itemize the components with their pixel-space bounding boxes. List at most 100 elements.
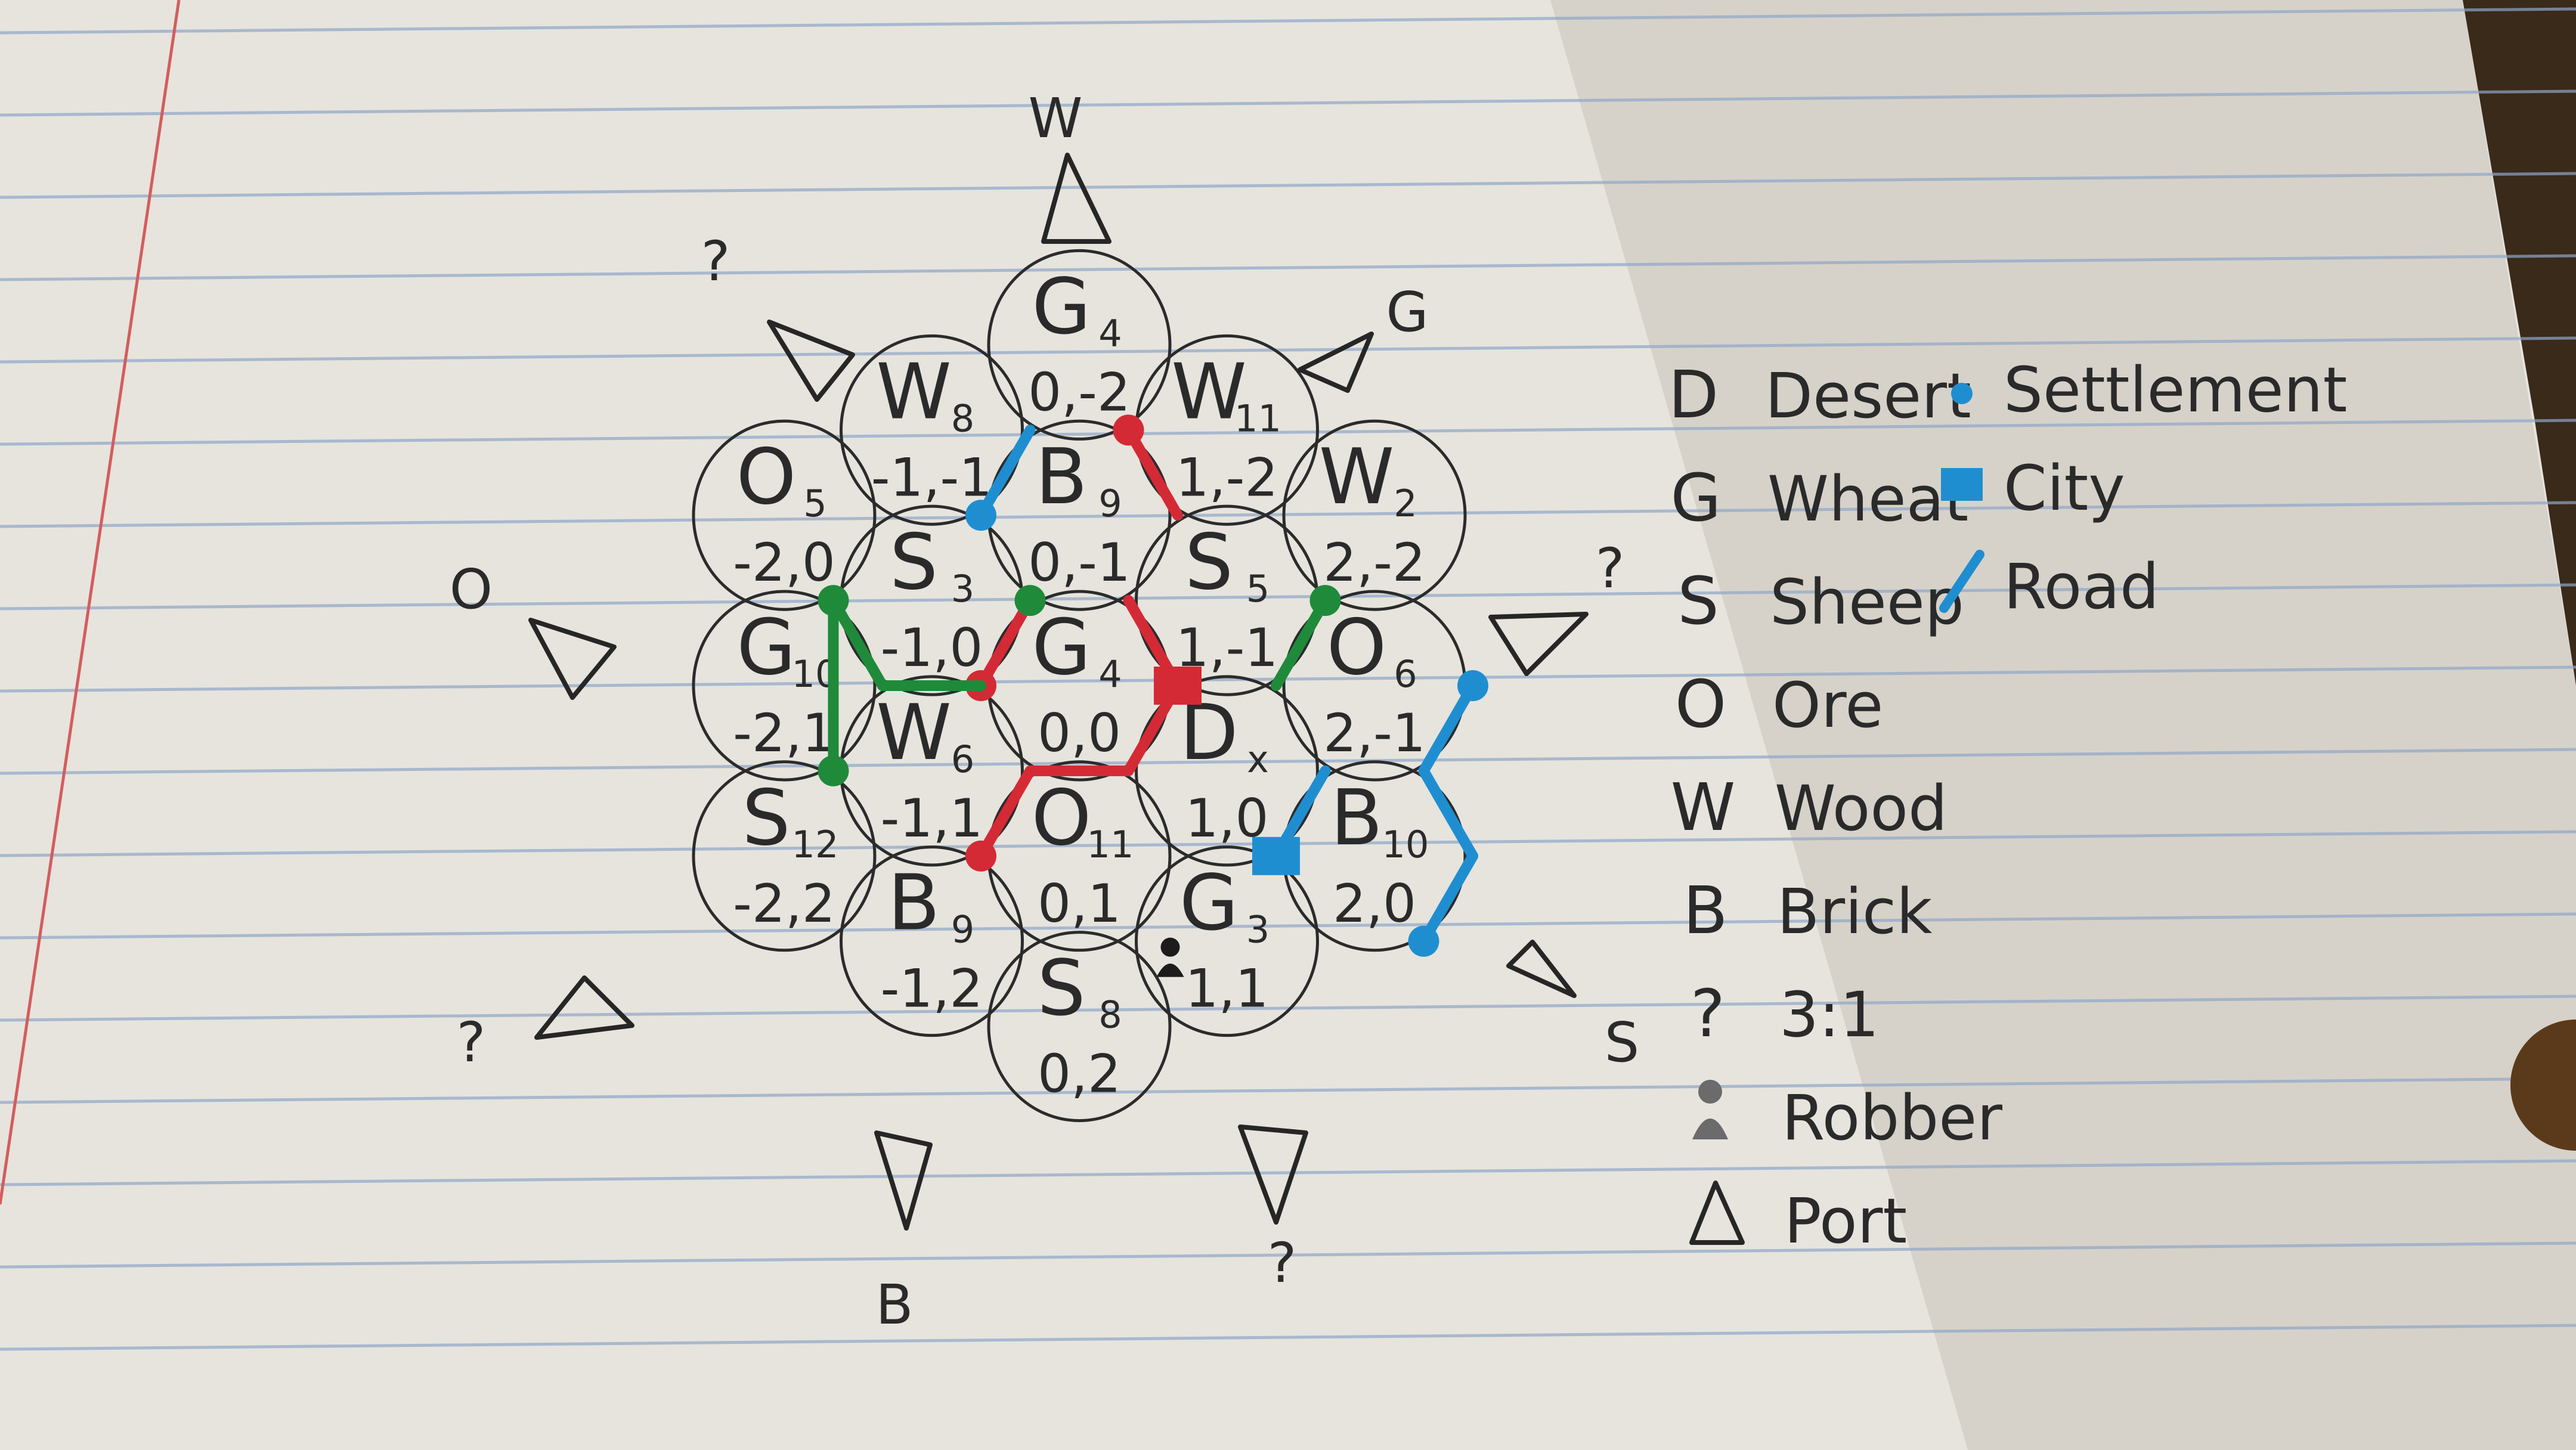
tile-coordinate: 0,2 [1038, 1043, 1121, 1105]
port-label: ? [701, 230, 730, 293]
blue-settlement-icon [965, 500, 996, 531]
legend-label: Ore [1772, 669, 1883, 742]
port-icon [1298, 331, 1374, 393]
port-icon [767, 320, 855, 402]
blue-road [1418, 680, 1478, 776]
tile-number: 3 [1246, 908, 1270, 952]
tile-resource-letter: B [888, 859, 940, 948]
tile-number: 6 [1394, 652, 1417, 696]
tile-number: 8 [1098, 993, 1122, 1037]
rule-line [0, 419, 2576, 446]
margin-line [0, 0, 181, 1205]
tile-w-2_-2: W22,-2 [1282, 419, 1467, 611]
port-icon [1488, 612, 1589, 676]
tile-coordinate: -2,2 [733, 873, 835, 934]
tile-coordinate: 0,0 [1038, 702, 1121, 764]
tile-coordinate: 1,1 [1185, 958, 1269, 1020]
tile-outline [987, 249, 1172, 441]
green-road [828, 595, 888, 691]
rule-line [0, 583, 2576, 611]
port-label: W [1029, 86, 1083, 150]
port-icon [528, 618, 617, 700]
legend-key: W [1671, 769, 1736, 845]
blue-road [1418, 765, 1478, 862]
tile-outline [840, 334, 1024, 526]
tile-outline [987, 931, 1172, 1123]
legend-row: ? 3:1 [1690, 975, 1880, 1052]
port-icon [874, 1130, 933, 1231]
port-icon [534, 975, 634, 1040]
legend-key: O [1675, 666, 1727, 742]
tile-resource-letter: W [1319, 433, 1395, 522]
legend-piece-row: Settlement [1951, 354, 2347, 426]
tile-coordinate: -1,2 [881, 958, 983, 1020]
tile-resource-letter: S [1037, 944, 1085, 1033]
tile-coordinate: 2,0 [1333, 873, 1416, 934]
blue-settlement-icon [1457, 670, 1488, 701]
port-icon [1041, 153, 1111, 244]
tile-outline [692, 760, 877, 952]
tile-outline [692, 419, 877, 611]
tile-coordinate: 2,-1 [1323, 702, 1426, 764]
tile-number: 5 [1246, 567, 1270, 611]
tile-coordinate: 0,-1 [1028, 532, 1131, 593]
tile-resource-letter: B [1035, 433, 1088, 522]
legend-key: D [1668, 357, 1719, 433]
tile-resource-letter: G [1179, 859, 1239, 948]
tile-coordinate: -2,1 [733, 702, 835, 764]
port-icon [1689, 1181, 1745, 1245]
rule-line [0, 336, 2576, 364]
tile-resource-letter: O [1327, 603, 1387, 692]
tile-w--1_-1: W8-1,-1 [840, 334, 1024, 526]
tile-outline [692, 590, 877, 782]
port: ? [1488, 537, 1625, 676]
rule-line [0, 1324, 2576, 1351]
legend-row: O Ore [1675, 666, 1884, 742]
tile-number: 2 [1394, 482, 1417, 525]
blue-road [1418, 850, 1478, 947]
rule-line [0, 254, 2576, 281]
tile-number: x [1247, 738, 1269, 781]
tile-number: 12 [792, 823, 839, 866]
city-icon [1941, 468, 1983, 501]
legend-label: Wheat [1767, 463, 1968, 535]
tile-resource-letter: W [876, 348, 952, 436]
port-label: S [1605, 1011, 1639, 1074]
legend-label: Wood [1775, 772, 1948, 845]
legend-label: 3:1 [1779, 978, 1879, 1051]
road-icon [1939, 550, 1984, 613]
legend-key: ? [1690, 975, 1725, 1052]
legend-key: S [1677, 563, 1719, 639]
legend-piece-row: Road [1939, 550, 2159, 623]
port: G [1298, 280, 1429, 393]
tile-number: 11 [1087, 823, 1134, 866]
tile-resource-letter: O [1032, 774, 1092, 863]
port-icon [1238, 1124, 1308, 1225]
rule-line [0, 501, 2576, 528]
green-settlement-icon [1309, 585, 1341, 616]
red-road [976, 595, 1036, 691]
legend-label: Brick [1777, 875, 1932, 948]
tile-resource-letter: S [1185, 518, 1233, 607]
green-road [1271, 595, 1331, 691]
legend-piece-row: City [1941, 452, 2125, 525]
tile-coordinate: -1,-1 [871, 447, 992, 508]
tile-outline [1282, 419, 1467, 611]
tile-resource-letter: G [1032, 262, 1091, 351]
blue-city-icon [1252, 836, 1300, 875]
tile-number: 4 [1098, 652, 1122, 696]
green-settlement-icon [818, 755, 849, 786]
tile-number: 9 [1098, 482, 1122, 525]
port-label: ? [1596, 537, 1625, 600]
